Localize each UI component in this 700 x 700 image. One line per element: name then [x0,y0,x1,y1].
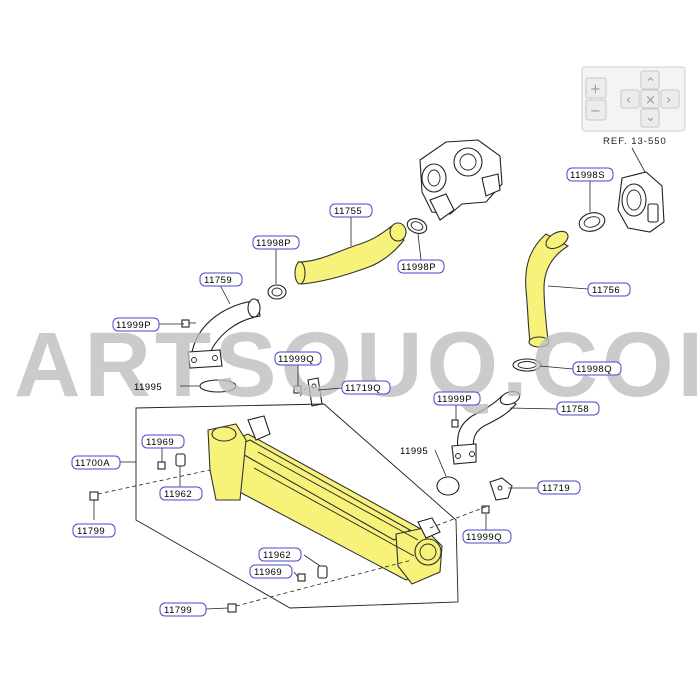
zoom-out-button[interactable] [585,99,607,121]
svg-text:11756: 11756 [592,285,620,296]
bolt-11999p-right [451,419,459,428]
svg-text:11969: 11969 [146,437,174,448]
bracket-11719 [489,477,513,501]
assembly-outline [135,403,459,609]
pan-right-icon: › [666,93,671,108]
svg-text:11995: 11995 [400,446,428,457]
hose-11755-end-right [389,222,407,242]
gasket-11995-right [436,476,460,496]
hose-11755[interactable] [297,225,405,285]
turbocharger [419,139,503,221]
zoom-out-icon: − [590,104,601,119]
svg-text:11799: 11799 [164,605,192,616]
label-11719q[interactable]: 11719Q [341,380,391,395]
bolt-11999q-right [481,505,490,514]
svg-text:11755: 11755 [334,206,362,217]
label-11998p-mid[interactable]: 11998P [397,259,445,274]
leader-lines [93,181,591,610]
label-11995-right[interactable]: 11995 [400,446,428,457]
intercooler-11700a[interactable] [207,415,443,585]
pan-left-icon: ‹ [626,93,631,108]
clamp-11998q [512,358,542,372]
svg-text:11998P: 11998P [401,262,436,273]
grommet-11962-bottom [317,565,328,579]
reference-leader [631,147,646,173]
clamp-11998s [578,212,606,232]
svg-text:11999Q: 11999Q [278,354,314,365]
pan-left-button[interactable] [620,89,640,109]
label-11758[interactable]: 11758 [556,401,600,416]
label-11998s[interactable]: 11998S [566,167,614,182]
label-11719[interactable]: 11719 [537,480,581,495]
hose-11755-end-left [294,261,306,285]
svg-text:11962: 11962 [164,489,192,500]
reset-view-icon: × [645,93,656,108]
label-11999q-mid[interactable]: 11999Q [274,351,322,366]
grommet-11962-top [175,453,186,467]
label-11700a[interactable]: 11700A [71,455,121,470]
bolt-11999p-left [181,319,196,328]
align-line-right [429,505,489,529]
bolt-11799-left [89,491,99,501]
pan-down-icon: ⌄ [645,110,656,125]
svg-text:11998S: 11998S [570,170,605,181]
label-11759[interactable]: 11759 [199,272,243,287]
nav-panel: + − ⌃ ‹ × › ⌄ [581,66,686,132]
svg-text:11700A: 11700A [75,458,110,469]
throttle-body [617,171,665,233]
pan-right-button[interactable] [660,89,680,109]
pan-up-button[interactable] [640,70,660,90]
label-11756[interactable]: 11756 [587,282,631,297]
label-11799-bottom[interactable]: 11799 [159,602,207,617]
clamp-11998p-top [406,218,428,234]
label-11969-bottom[interactable]: 11969 [249,564,293,579]
label-11962-top[interactable]: 11962 [159,486,203,501]
svg-text:11758: 11758 [561,404,589,415]
bolt-11799-bottom [227,603,237,613]
label-11999p-left[interactable]: 11999P [112,317,160,332]
hose-11756-end-top [545,230,569,250]
hose-11756-end-bottom [528,336,550,348]
align-line-mid [299,387,307,397]
svg-text:11998Q: 11998Q [576,364,612,375]
align-line-bottom [235,559,413,607]
label-11962-bottom[interactable]: 11962 [258,547,302,562]
pan-down-button[interactable] [640,108,660,128]
pan-up-icon: ⌃ [645,76,656,91]
svg-text:11719: 11719 [542,483,570,494]
label-11999q-right[interactable]: 11999Q [462,529,512,544]
svg-text:11719Q: 11719Q [345,383,381,394]
svg-text:11799: 11799 [77,526,105,537]
label-11999p-right[interactable]: 11999P [433,391,481,406]
svg-text:11995: 11995 [134,382,162,393]
reference-label: REF. 13-550 [603,136,667,147]
zoom-in-button[interactable] [585,77,607,99]
label-11998p-top[interactable]: 11998P [252,235,300,250]
label-11755[interactable]: 11755 [329,203,373,218]
bolt-11969-top [157,461,166,470]
pipe-11758[interactable] [451,389,521,465]
label-11995-left[interactable]: 11995 [134,382,162,393]
svg-text:11999Q: 11999Q [466,532,502,543]
zoom-in-icon: + [590,82,601,97]
pipe-11759[interactable] [187,298,261,369]
svg-text:11962: 11962 [263,550,291,561]
label-11998q[interactable]: 11998Q [572,361,622,376]
label-11969-top[interactable]: 11969 [141,434,185,449]
bolt-11999q-mid [293,385,302,394]
svg-text:11759: 11759 [204,275,232,286]
label-11799-left[interactable]: 11799 [72,523,116,538]
reset-view-button[interactable] [640,89,660,109]
svg-text:11999P: 11999P [116,320,151,331]
clamp-11998p-left [267,284,287,300]
svg-text:11998P: 11998P [256,238,291,249]
svg-text:11969: 11969 [254,567,282,578]
align-line-left [97,469,211,495]
bolt-11969-bottom [297,573,306,582]
svg-text:11999P: 11999P [437,394,472,405]
